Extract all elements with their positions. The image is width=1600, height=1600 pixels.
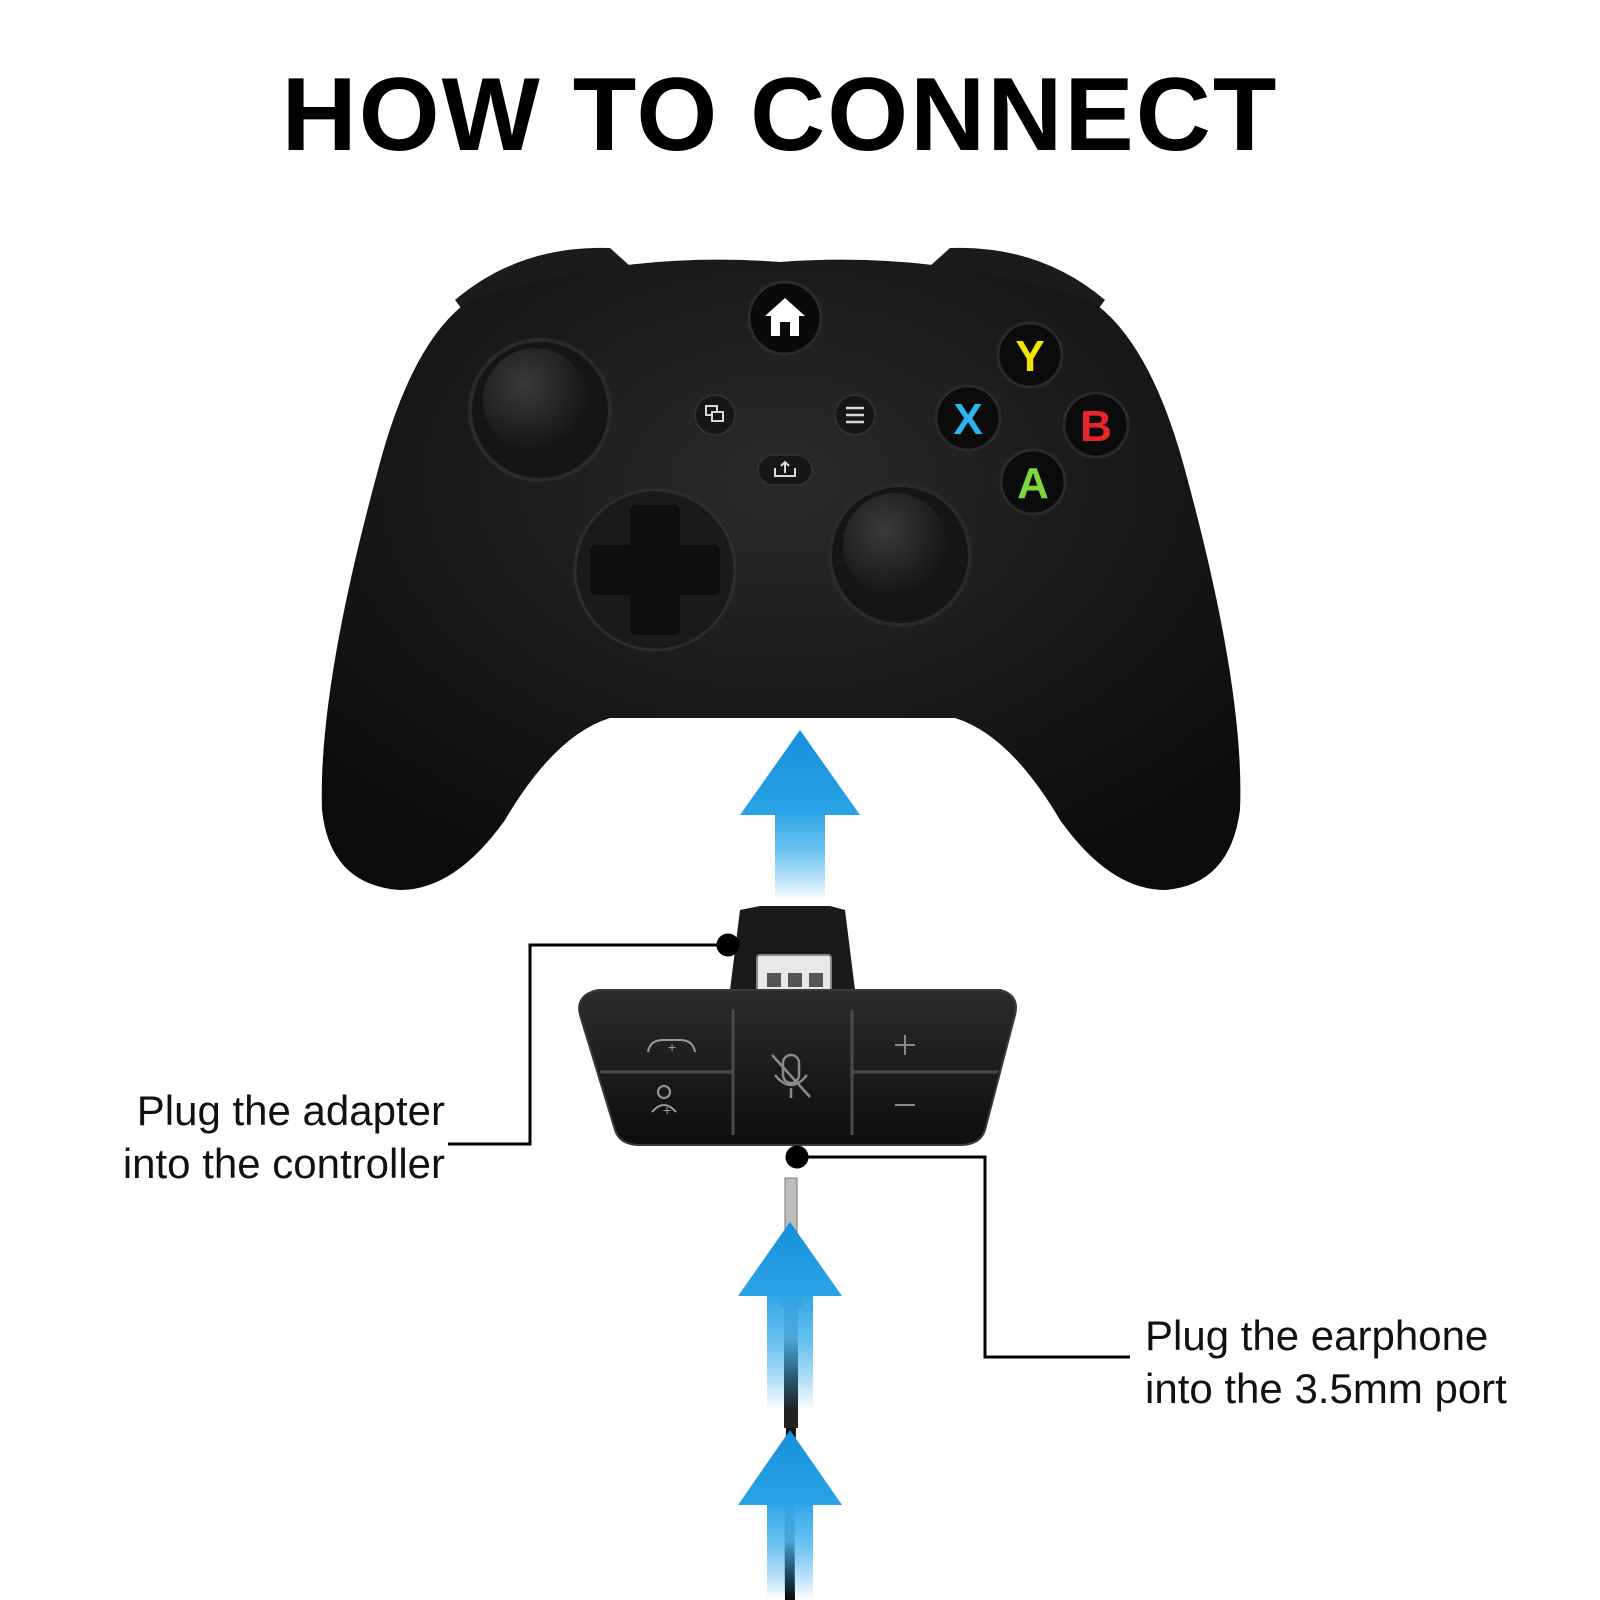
callout-adapter-line2: into the controller (123, 1140, 445, 1187)
view-button (694, 394, 736, 436)
game-chat-minus-icon: + (651, 1085, 677, 1118)
home-icon (765, 298, 805, 336)
callout-adapter: Plug the adapter into the controller (123, 1087, 445, 1187)
a-label: A (1017, 459, 1049, 508)
callout-line-adapter (448, 933, 740, 1146)
face-button-b: B (1062, 391, 1130, 459)
home-button (747, 280, 823, 356)
page-title: HOW TO CONNECT (282, 57, 1279, 173)
right-thumbstick (843, 493, 947, 597)
face-button-x: X (934, 384, 1002, 452)
callout-line-earphone (785, 1145, 1130, 1359)
y-label: Y (1015, 332, 1044, 381)
arrow-up-plug-upper (738, 1222, 842, 1410)
share-icon (774, 460, 796, 477)
arrow-up-plug-lower (738, 1430, 842, 1600)
dpad (573, 488, 737, 652)
arrow-up-controller (740, 730, 860, 900)
x-label: X (953, 395, 982, 444)
callout-earphone-line2: into the 3.5mm port (1145, 1365, 1507, 1412)
face-button-y: Y (996, 321, 1064, 389)
view-icon (705, 405, 724, 422)
share-button (757, 454, 813, 486)
svg-text:+: + (668, 1039, 676, 1055)
callout-earphone: Plug the earphone into the 3.5mm port (1145, 1312, 1507, 1412)
face-button-a: A (999, 448, 1067, 516)
game-chat-plus-icon: + (647, 1039, 696, 1055)
b-label: B (1080, 402, 1112, 451)
menu-icon (846, 406, 864, 424)
mic-mute-icon (771, 1053, 811, 1098)
headset-adapter: + + (578, 906, 1017, 1146)
left-thumbstick (483, 348, 587, 452)
menu-button (834, 394, 876, 436)
svg-text:+: + (663, 1102, 671, 1118)
callout-earphone-line1: Plug the earphone (1145, 1312, 1488, 1359)
callout-adapter-line1: Plug the adapter (137, 1087, 445, 1134)
controller: Y X B A (321, 247, 1241, 890)
volume-plus-icon (895, 1035, 915, 1055)
